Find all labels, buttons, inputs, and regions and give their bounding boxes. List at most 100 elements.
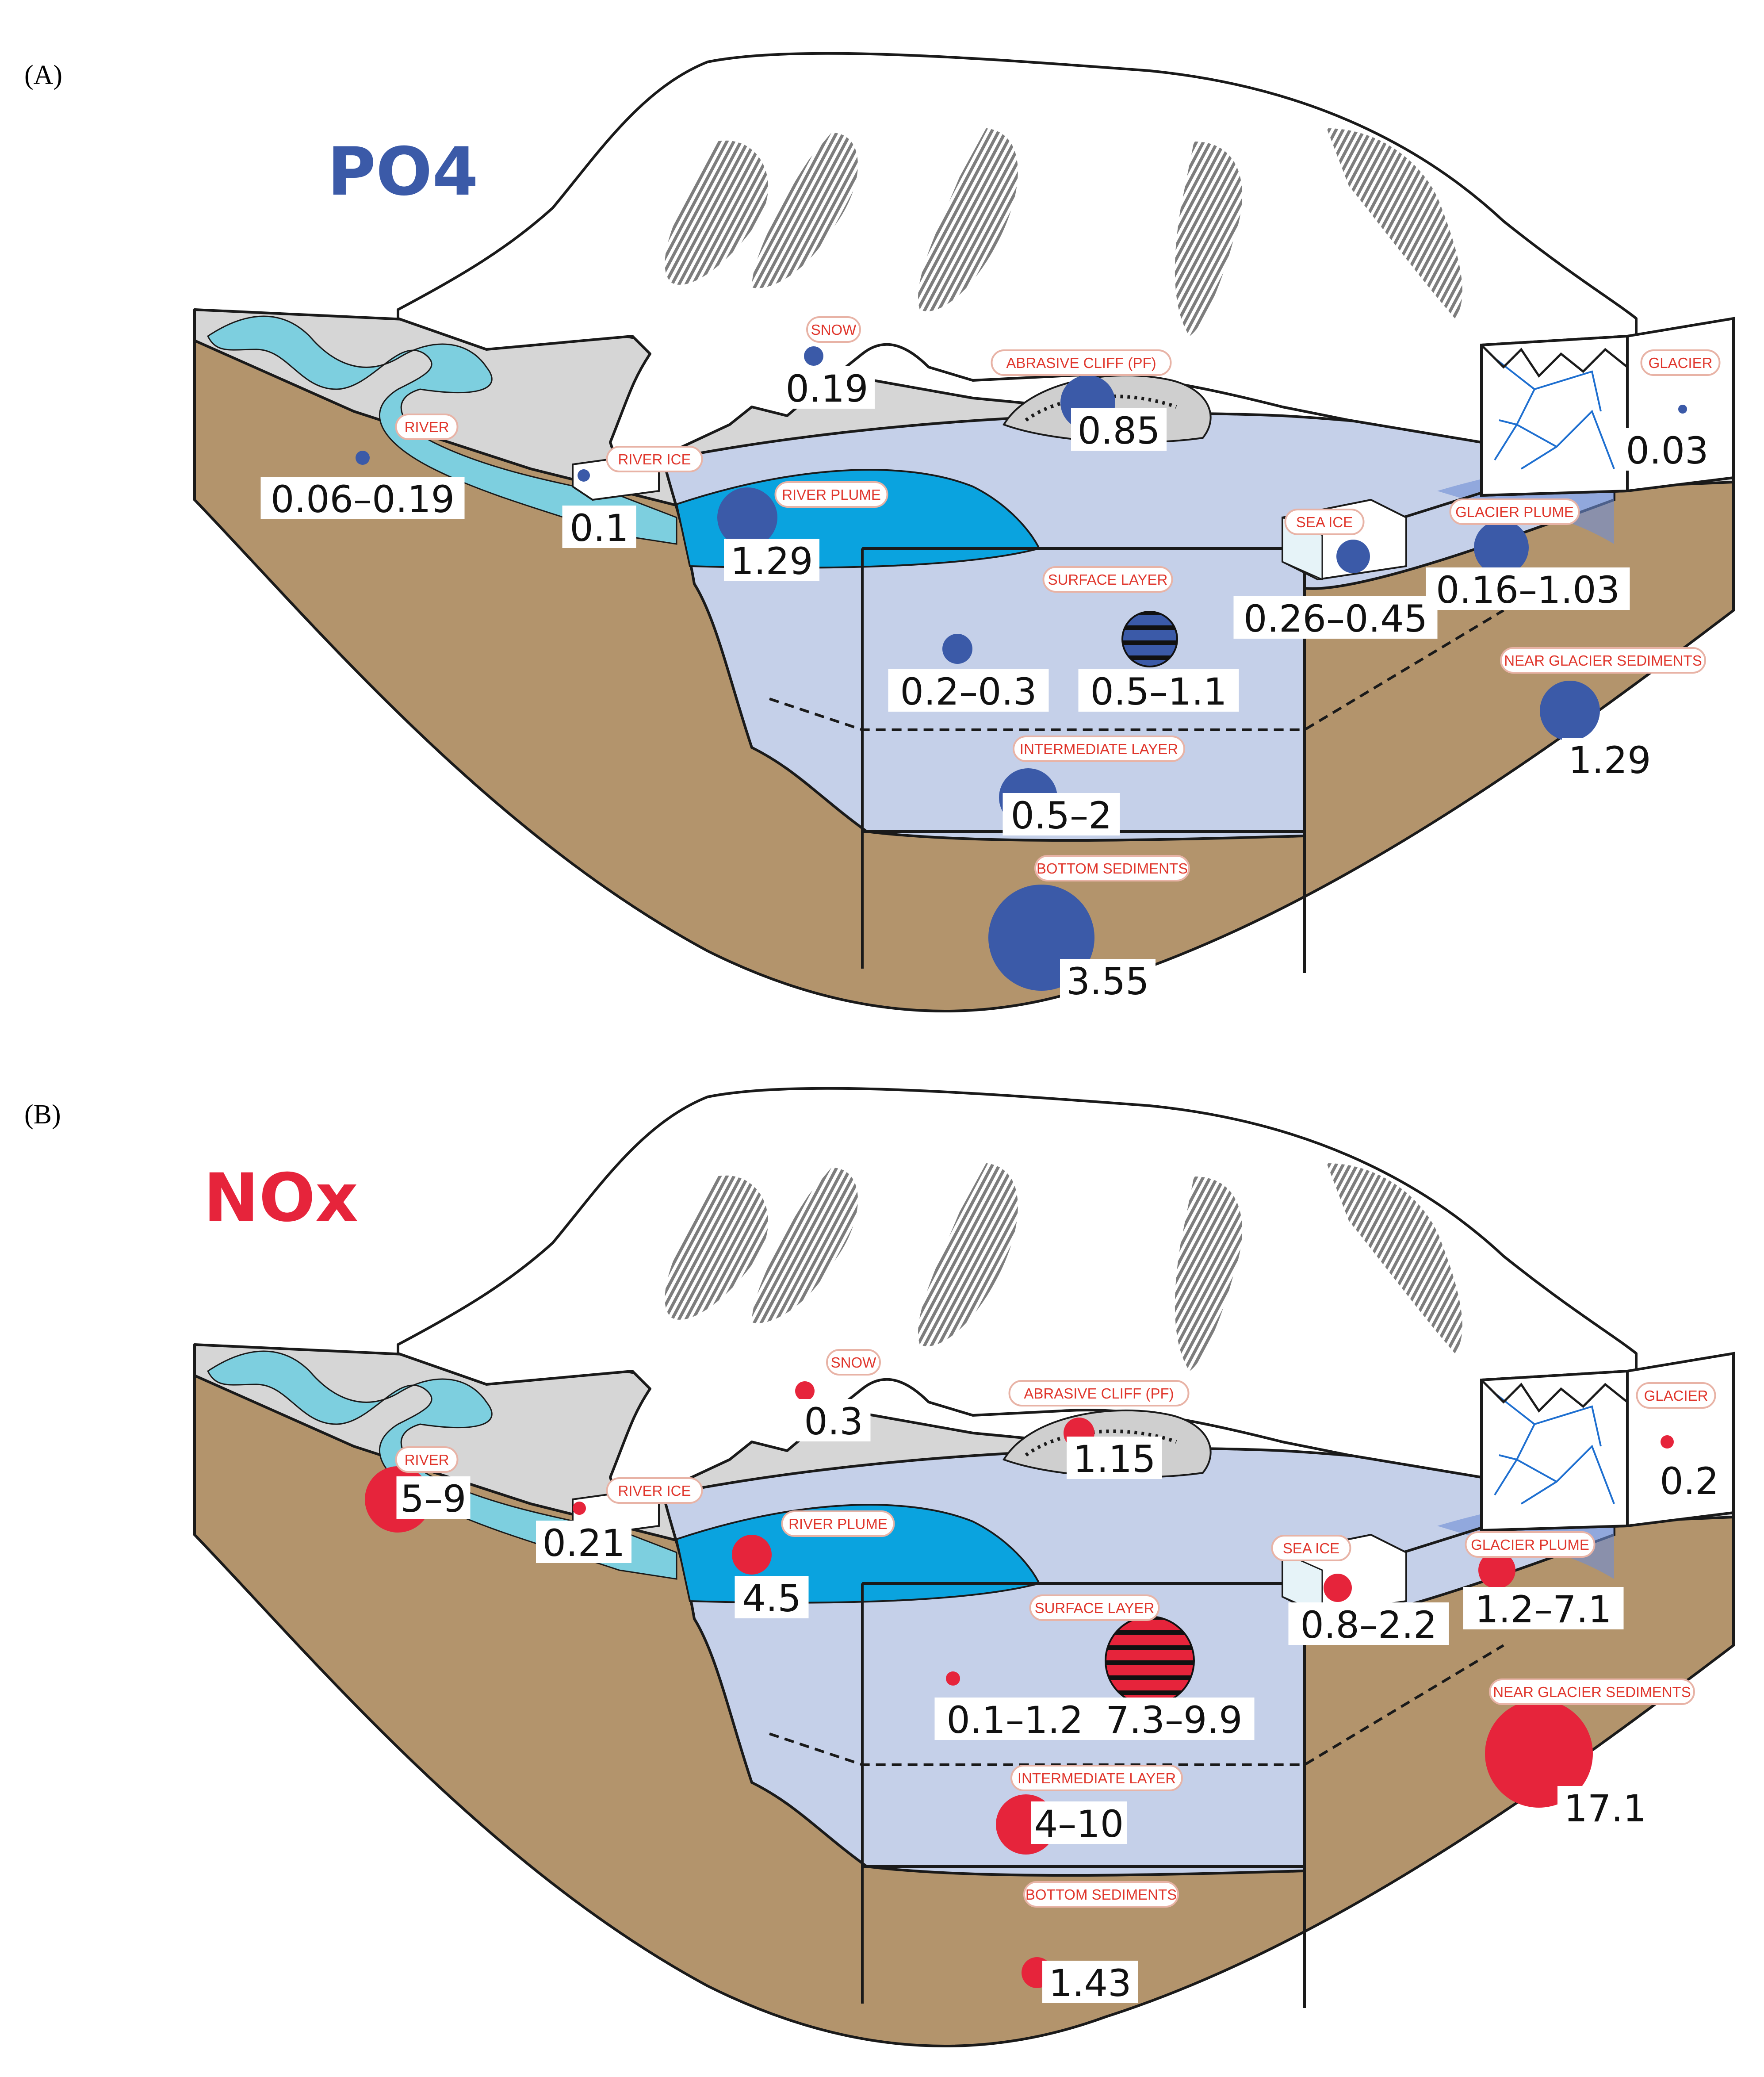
label-snow: SNOW	[806, 316, 861, 343]
svg-text:3.55: 3.55	[1066, 960, 1149, 1003]
svg-text:RIVER PLUME: RIVER PLUME	[788, 1516, 888, 1532]
svg-text:1.29: 1.29	[1568, 739, 1651, 782]
svg-text:0.21: 0.21	[542, 1521, 625, 1565]
svg-text:RIVER: RIVER	[405, 1452, 449, 1468]
marker-glacier	[1661, 1435, 1674, 1449]
value-glacier_plume: 1.2–7.1	[1463, 1587, 1624, 1631]
svg-text:4.5: 4.5	[742, 1577, 801, 1620]
svg-text:GLACIER: GLACIER	[1644, 1387, 1708, 1404]
panel-title: PO4	[327, 134, 478, 211]
label-intermediate_layer: INTERMEDIATE LAYER	[1010, 1765, 1183, 1791]
marker-near_glacier_sediments	[1485, 1700, 1593, 1808]
value-river_plume: 4.5	[735, 1576, 809, 1620]
label-bottom_sediments: BOTTOM SEDIMENTS	[1023, 1881, 1179, 1908]
value-river_plume: 1.29	[724, 539, 819, 583]
svg-text:0.3: 0.3	[804, 1400, 863, 1443]
svg-text:BOTTOM SEDIMENTS: BOTTOM SEDIMENTS	[1025, 1886, 1177, 1903]
svg-text:5–9: 5–9	[401, 1477, 467, 1521]
marker-river_plume	[732, 1535, 772, 1575]
label-sea_ice: SEA ICE	[1284, 509, 1365, 535]
svg-text:0.1–1.2: 0.1–1.2	[946, 1698, 1083, 1742]
marker-surface_a	[942, 634, 972, 664]
label-river: RIVER	[395, 1446, 459, 1473]
label-river_plume: RIVER PLUME	[781, 1510, 895, 1537]
svg-text:GLACIER PLUME: GLACIER PLUME	[1455, 504, 1574, 520]
label-river: RIVER	[395, 414, 459, 440]
value-intermediate_layer: 0.5–2	[1003, 793, 1120, 837]
label-river_ice: RIVER ICE	[606, 446, 703, 472]
value-surface_a: 0.1–1.2	[934, 1698, 1095, 1742]
svg-text:0.16–1.03: 0.16–1.03	[1436, 568, 1620, 612]
svg-text:7.3–9.9: 7.3–9.9	[1106, 1698, 1242, 1742]
svg-text:1.43: 1.43	[1048, 1962, 1131, 2005]
label-snow: SNOW	[826, 1349, 881, 1376]
svg-text:0.1: 0.1	[570, 506, 629, 550]
marker-near_glacier_sediments	[1540, 681, 1600, 741]
svg-text:INTERMEDIATE LAYER: INTERMEDIATE LAYER	[1020, 741, 1178, 757]
marker-snow	[795, 1381, 815, 1401]
value-river: 0.06–0.19	[260, 477, 465, 521]
svg-text:SNOW: SNOW	[811, 322, 857, 338]
svg-text:SURFACE LAYER: SURFACE LAYER	[1035, 1600, 1155, 1616]
marker-surface_b	[1121, 611, 1178, 667]
svg-text:4–10: 4–10	[1034, 1802, 1124, 1846]
value-near_glacier_sediments: 17.1	[1557, 1786, 1653, 1830]
svg-text:0.5–2: 0.5–2	[1010, 794, 1112, 837]
value-bottom_sediments: 1.43	[1042, 1961, 1138, 2005]
label-glacier: GLACIER	[1636, 1382, 1716, 1409]
panel-title: NOx	[203, 1160, 358, 1237]
svg-text:GLACIER: GLACIER	[1649, 355, 1713, 371]
marker-river_plume	[717, 487, 777, 548]
panel-annotations: SNOW ABRASIVE CLIFF (PF) GLACIER RIVER RIVER…	[365, 1349, 1726, 2005]
label-surface_layer: SURFACE LAYER	[1042, 566, 1173, 593]
svg-text:0.19: 0.19	[785, 367, 868, 410]
value-sea_ice: 0.8–2.2	[1288, 1602, 1449, 1647]
marker-glacier_plume	[1478, 1552, 1515, 1589]
svg-text:0.5–1.1: 0.5–1.1	[1090, 670, 1227, 713]
marker-surface_b	[1105, 1616, 1195, 1706]
label-river_ice: RIVER ICE	[606, 1477, 703, 1504]
panel-po4: PO4 SNOW ABRASIVE CLIFF (PF) GLACIER RIVER R…	[195, 54, 1733, 1011]
marker-sea_ice	[1336, 540, 1370, 573]
label-glacier_plume: GLACIER PLUME	[1465, 1531, 1596, 1558]
svg-text:0.2–0.3: 0.2–0.3	[900, 670, 1037, 713]
label-near_glacier_sediments: NEAR GLACIER SEDIMENTS	[1489, 1678, 1695, 1705]
svg-text:GLACIER PLUME: GLACIER PLUME	[1471, 1537, 1589, 1553]
svg-text:0.2: 0.2	[1660, 1460, 1719, 1503]
svg-text:1.15: 1.15	[1073, 1437, 1156, 1481]
marker-snow	[804, 346, 823, 366]
label-bottom_sediments: BOTTOM SEDIMENTS	[1034, 855, 1190, 881]
svg-text:0.85: 0.85	[1077, 409, 1160, 452]
panel-label-b: (B)	[24, 1100, 61, 1130]
value-intermediate_layer: 4–10	[1031, 1801, 1127, 1846]
value-sea_ice: 0.26–0.45	[1233, 596, 1438, 640]
value-glacier: 0.03	[1619, 428, 1715, 472]
label-surface_layer: SURFACE LAYER	[1029, 1594, 1160, 1621]
svg-text:0.03: 0.03	[1626, 429, 1708, 472]
label-glacier_plume: GLACIER PLUME	[1449, 498, 1580, 525]
panel-label-a: (A)	[24, 60, 62, 90]
label-sea_ice: SEA ICE	[1271, 1535, 1351, 1561]
svg-text:17.1: 17.1	[1564, 1787, 1646, 1830]
marker-surface_a	[946, 1671, 960, 1686]
label-near_glacier_sediments: NEAR GLACIER SEDIMENTS	[1500, 647, 1706, 674]
value-glacier_plume: 0.16–1.03	[1426, 567, 1630, 612]
svg-text:RIVER ICE: RIVER ICE	[618, 1483, 691, 1499]
marker-sea_ice	[1324, 1574, 1352, 1602]
label-intermediate_layer: INTERMEDIATE LAYER	[1013, 736, 1185, 762]
svg-text:0.8–2.2: 0.8–2.2	[1300, 1603, 1437, 1647]
marker-river_ice	[578, 469, 590, 482]
svg-text:ABRASIVE CLIFF (PF): ABRASIVE CLIFF (PF)	[1006, 355, 1156, 371]
svg-text:SEA ICE: SEA ICE	[1296, 514, 1353, 530]
value-surface_a: 0.2–0.3	[888, 669, 1049, 713]
svg-text:ABRASIVE CLIFF (PF): ABRASIVE CLIFF (PF)	[1024, 1385, 1174, 1402]
svg-text:NEAR GLACIER SEDIMENTS: NEAR GLACIER SEDIMENTS	[1493, 1684, 1691, 1700]
marker-glacier	[1678, 405, 1687, 414]
value-surface_b: 7.3–9.9	[1094, 1698, 1255, 1742]
value-cliff: 0.85	[1071, 408, 1167, 452]
value-snow: 0.19	[779, 366, 875, 410]
svg-text:NEAR GLACIER SEDIMENTS: NEAR GLACIER SEDIMENTS	[1504, 652, 1702, 669]
value-river_ice: 0.21	[536, 1521, 631, 1565]
